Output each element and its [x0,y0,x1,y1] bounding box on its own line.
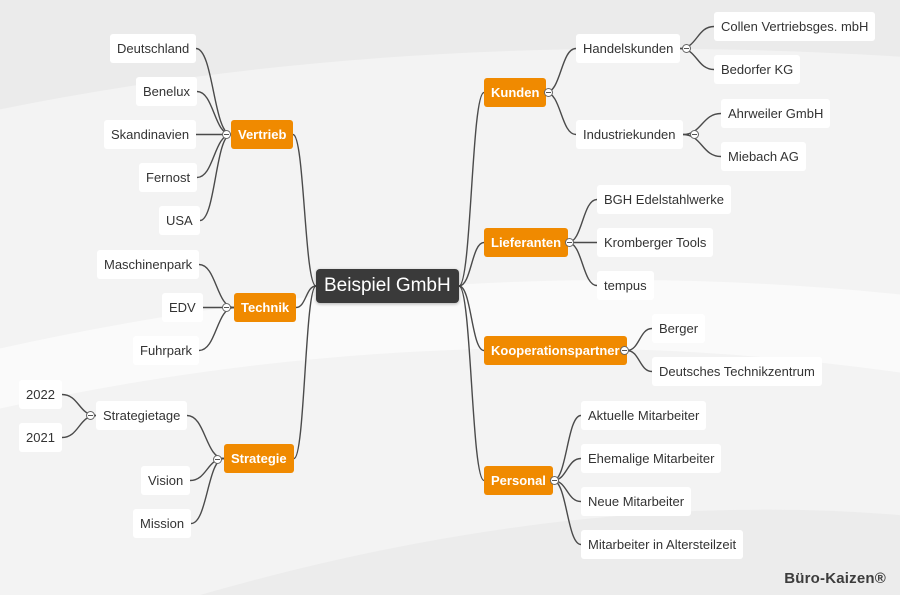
link-koop-berger [626,327,653,352]
leaf-fuhrpark[interactable]: Fuhrpark [133,336,200,365]
leaf-2022[interactable]: 2022 [19,380,62,409]
collapse-industriekunden-icon[interactable] [690,130,699,139]
branch-vertrieb[interactable]: Vertrieb [231,120,294,149]
leaf-vision[interactable]: Vision [141,466,191,495]
link-root-personal [458,285,485,482]
brand-logo: Büro-Kaizen® [784,570,886,587]
collapse-personal-icon[interactable] [550,476,559,485]
leaf-neue[interactable]: Neue Mitarbeiter [581,487,692,516]
collapse-handelskunden-icon[interactable] [682,44,691,53]
collapse-kunden-icon[interactable] [544,88,553,97]
branch-technik[interactable]: Technik [234,293,297,322]
node-strategietage[interactable]: Strategietage [96,401,188,430]
link-technik-maschinenpark [198,263,235,309]
collapse-technik-icon[interactable] [222,303,231,312]
leaf-skandinavien[interactable]: Skandinavien [104,120,197,149]
collapse-lieferanten-icon[interactable] [565,238,574,247]
link-root-kunden [458,91,485,287]
leaf-benelux[interactable]: Benelux [136,77,197,106]
leaf-collen[interactable]: Collen Vertriebsges. mbH [714,12,876,41]
branch-lieferanten[interactable]: Lieferanten [484,228,569,257]
leaf-berger[interactable]: Berger [652,314,706,343]
leaf-technikzentrum[interactable]: Deutsches Technikzentrum [652,357,822,386]
link-lieferanten-tempus [567,241,598,287]
leaf-ehemalige[interactable]: Ehemalige Mitarbeiter [581,444,722,473]
leaf-maschinenpark[interactable]: Maschinenpark [97,250,200,279]
leaf-fernost[interactable]: Fernost [139,163,198,192]
leaf-aktuelle[interactable]: Aktuelle Mitarbeiter [581,401,707,430]
leaf-mission[interactable]: Mission [133,509,192,538]
link-lieferanten-bgh [567,198,598,244]
branch-kooperationspartner[interactable]: Kooperationspartner [484,336,627,365]
branch-kunden[interactable]: Kunden [484,78,547,107]
link-kunden-industrie [545,91,577,136]
branch-strategie[interactable]: Strategie [224,444,294,473]
link-root-technik [295,285,317,309]
link-vertrieb-deutschland [195,47,232,136]
node-industriekunden[interactable]: Industriekunden [576,120,683,149]
link-vertrieb-benelux [196,90,232,136]
leaf-kromberger[interactable]: Kromberger Tools [597,228,714,257]
link-strategie-strategietage [186,414,225,460]
leaf-ahrweiler[interactable]: Ahrweiler GmbH [721,99,831,128]
root-node[interactable]: Beispiel GmbH [316,269,459,303]
link-vertrieb-usa [199,133,232,222]
link-industrie-ahrweiler [682,112,722,136]
link-root-kooperationspartner [458,285,485,352]
link-industrie-miebach [682,133,722,158]
link-vertrieb-fernost [196,133,232,179]
leaf-deutschland[interactable]: Deutschland [110,34,197,63]
branch-personal[interactable]: Personal [484,466,553,495]
leaf-bgh[interactable]: BGH Edelstahlwerke [597,185,731,214]
leaf-2021[interactable]: 2021 [19,423,62,452]
link-root-vertrieb [292,133,317,287]
collapse-kooperationspartner-icon[interactable] [620,346,629,355]
leaf-bedorfer[interactable]: Bedorfer KG [714,55,801,84]
link-koop-technikzentrum [626,349,653,373]
leaf-altersteilzeit[interactable]: Mitarbeiter in Altersteilzeit [581,530,744,559]
link-root-strategie [293,285,317,460]
collapse-vertrieb-icon[interactable] [222,130,231,139]
leaf-usa[interactable]: USA [159,206,200,235]
leaf-tempus[interactable]: tempus [597,271,654,300]
link-root-lieferanten [458,241,485,287]
collapse-strategietage-icon[interactable] [86,411,95,420]
leaf-edv[interactable]: EDV [162,293,203,322]
leaf-miebach[interactable]: Miebach AG [721,142,806,171]
collapse-strategie-icon[interactable] [213,455,222,464]
link-technik-fuhrpark [198,306,235,352]
link-kunden-handels [545,47,577,94]
node-handelskunden[interactable]: Handelskunden [576,34,681,63]
